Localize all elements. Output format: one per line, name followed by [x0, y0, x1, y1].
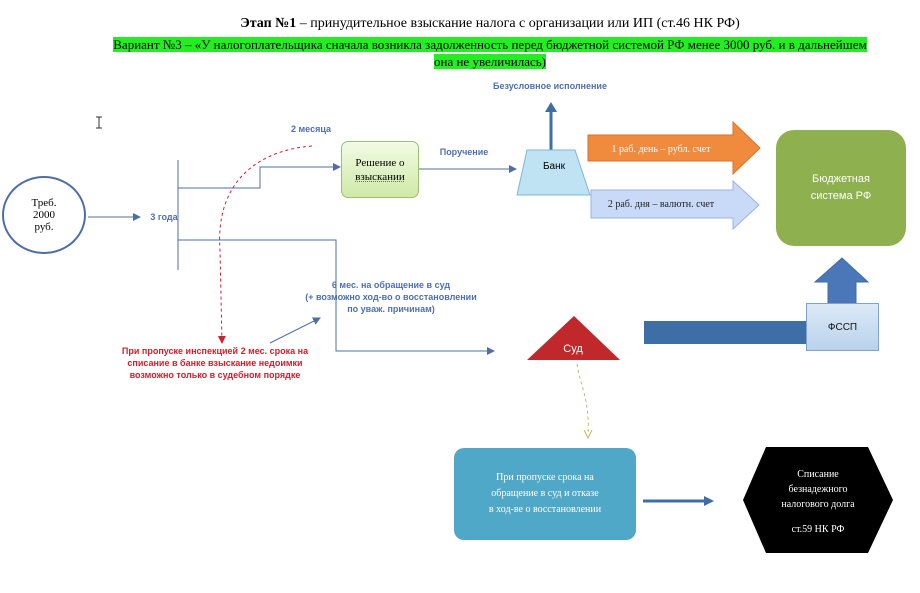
three-years-label: 3 года: [150, 212, 178, 222]
order-label: Поручение: [439, 147, 489, 157]
fssp-up-arrow: [813, 257, 870, 305]
unconditional-label: Безусловное исполнение: [493, 81, 607, 91]
court-shape: [527, 316, 620, 360]
branch-to-court: [178, 239, 495, 355]
fx-arrow-label: 2 раб. дня – валютн. счет: [607, 198, 715, 210]
fx-arrow-shape: [590, 179, 760, 231]
bank-shape: [516, 149, 591, 196]
variant-line-2: она не увеличилась): [433, 54, 546, 69]
writeoff-shape: [743, 447, 893, 553]
rub-arrow-shape: [587, 120, 761, 176]
court-dashed-arrow: [576, 363, 589, 436]
red-dashed-curve: [217, 145, 313, 344]
fssp-node: ФССП: [806, 303, 879, 351]
court-to-fssp-bar: [644, 321, 806, 344]
bank-label: Банк: [542, 161, 566, 172]
six-months-label: 6 мес. на обращение в суд (+ возможно хо…: [305, 280, 477, 314]
note-to-six-months-arrow: [269, 317, 321, 344]
variant-line-1: Вариант №3 – «У налогоплательщика сначал…: [113, 37, 867, 52]
court-label: Суд: [563, 343, 583, 355]
page-title: Этап №1 – принудительное взыскание налог…: [240, 16, 740, 31]
rub-arrow-label: 1 раб. день – рубл. счет: [611, 143, 711, 155]
cursor-icon: [96, 116, 102, 129]
branch-to-decision: [178, 163, 341, 189]
writeoff-node: Списание безнадежного налогового долга с…: [781, 469, 855, 535]
missed-inspection-note: При пропуске инспекцией 2 мес. срока на …: [121, 346, 309, 380]
two-months-label: 2 месяца: [291, 124, 331, 134]
variant-caption: Вариант №3 – «У налогоплательщика сначал…: [104, 36, 876, 70]
